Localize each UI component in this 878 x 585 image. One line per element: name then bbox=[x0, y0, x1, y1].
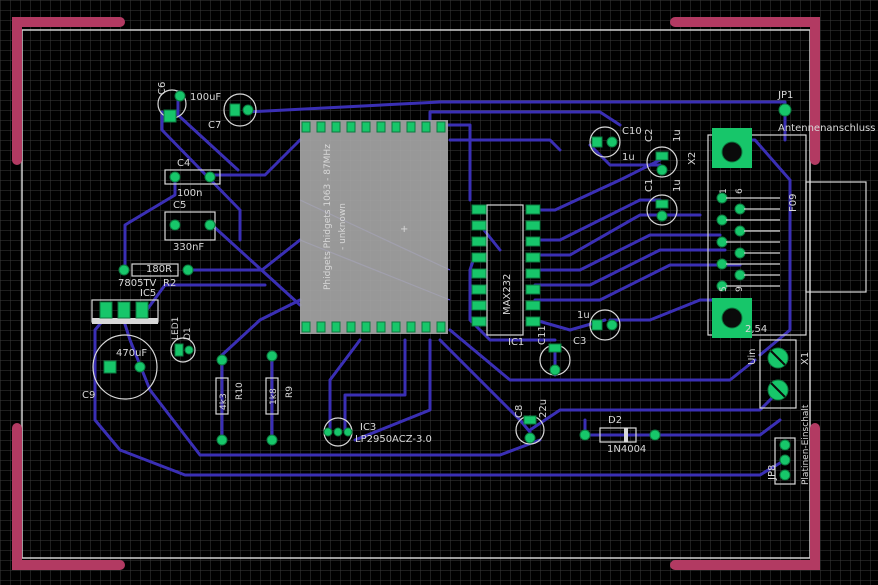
capacitor-c5: C5 330nF bbox=[164, 200, 216, 253]
resistor-r10: 4k3 R10 bbox=[215, 354, 245, 446]
c4-value: 100n bbox=[177, 188, 202, 199]
ic5-label: IC5 bbox=[140, 288, 156, 299]
led-d1: LED1 D1 bbox=[170, 317, 196, 363]
ic1-max232: MAX232 IC1 bbox=[471, 204, 541, 348]
c7-label: C7 bbox=[208, 120, 221, 131]
capacitor-c7: C7 bbox=[208, 93, 257, 131]
platinen-label: Platinen-Einschalt bbox=[801, 404, 811, 485]
d1-label: D1 bbox=[183, 327, 193, 340]
c3-label: C3 bbox=[573, 336, 586, 347]
x2-pins bbox=[716, 192, 746, 292]
ic5-value: 7805TV bbox=[118, 278, 157, 289]
r2-label: R2 bbox=[163, 278, 176, 289]
module-label-2: - unknown bbox=[338, 203, 348, 250]
resistor-r2: 180R R2 bbox=[118, 263, 194, 289]
pin9-label: 9 bbox=[735, 286, 745, 292]
resistor-r9: 1k8 R9 bbox=[265, 350, 295, 446]
c1-value: 1u bbox=[672, 179, 683, 192]
r10-value: 4k3 bbox=[219, 393, 229, 410]
pin6-label: 6 bbox=[735, 188, 745, 194]
ic1-pads-left bbox=[471, 204, 487, 327]
c10-value: 1u bbox=[622, 152, 635, 163]
ic1-value: MAX232 bbox=[502, 274, 513, 315]
jp8-label: JP8 bbox=[767, 465, 778, 481]
c9-value: 470uF bbox=[116, 348, 147, 359]
c9-label: C9 bbox=[82, 390, 95, 401]
board-outline bbox=[21, 29, 811, 559]
diode-d2: D2 1N4004 bbox=[579, 415, 661, 455]
pitch-label: 2,54 bbox=[745, 324, 767, 335]
module-center-mark: + bbox=[400, 224, 408, 235]
jp1-label: JP1 bbox=[777, 90, 793, 101]
ic1-label: IC1 bbox=[508, 337, 524, 348]
c2-label: C2 bbox=[644, 129, 655, 142]
ic3-value: LP2950ACZ-3.0 bbox=[355, 434, 432, 445]
capacitor-c8: C8 22u bbox=[514, 399, 549, 445]
rf-module: Phidgets Phidgets 1063 - 87MHz - unknown… bbox=[300, 120, 448, 334]
capacitor-c1: C1 1u bbox=[644, 179, 683, 226]
capacitor-c11: C11 bbox=[537, 325, 571, 376]
c8-value: 22u bbox=[538, 399, 549, 418]
r9-value: 1k8 bbox=[269, 388, 279, 405]
terminal-x1: Uin X1 bbox=[747, 339, 811, 409]
x1-label: X1 bbox=[800, 352, 811, 365]
c5-label: C5 bbox=[173, 200, 186, 211]
d2-label: D2 bbox=[608, 415, 622, 426]
r9-label: R9 bbox=[285, 386, 295, 398]
regulator-ic5: 7805TV IC5 bbox=[91, 278, 159, 324]
r2-value: 180R bbox=[146, 264, 172, 275]
c5-value: 330nF bbox=[173, 242, 204, 253]
capacitor-c4: C4 100n bbox=[164, 158, 221, 199]
pin5-label: 5 bbox=[719, 286, 729, 292]
pin1-label: 1 bbox=[719, 188, 729, 194]
c6-value: 100uF bbox=[190, 92, 221, 103]
c6-label: C6 bbox=[157, 82, 168, 95]
jumper-jp8: JP8 Platinen-Einschalt bbox=[767, 404, 811, 485]
connector-x2: X2 F09 1 6 5 9 2,54 bbox=[687, 128, 867, 338]
c2-value: 1u bbox=[672, 129, 683, 142]
d2-value: 1N4004 bbox=[607, 444, 646, 455]
led1-label: LED1 bbox=[171, 317, 181, 340]
jumper-jp1: JP1 Antennenanschluss bbox=[777, 90, 875, 134]
c8-label: C8 bbox=[514, 405, 525, 418]
c3-value: 1u bbox=[577, 310, 590, 321]
capacitor-c9: 470uF C9 bbox=[82, 334, 158, 401]
corner-markers bbox=[12, 17, 820, 570]
capacitor-c6: C6 100uF bbox=[157, 82, 221, 123]
c1-label: C1 bbox=[644, 179, 655, 192]
capacitor-c2: C2 1u bbox=[644, 129, 683, 178]
f09-label: F09 bbox=[788, 194, 799, 212]
capacitor-c10: C10 1u bbox=[589, 126, 642, 163]
module-label-1: Phidgets Phidgets 1063 - 87MHz bbox=[323, 144, 333, 290]
c4-label: C4 bbox=[177, 158, 190, 169]
traces bbox=[93, 90, 792, 477]
module-pads-top bbox=[301, 121, 446, 133]
ic3-label: IC3 bbox=[360, 422, 376, 433]
r10-label: R10 bbox=[235, 382, 245, 400]
capacitor-c3: 1u C3 bbox=[573, 309, 621, 347]
x2-label: X2 bbox=[687, 152, 698, 165]
ic1-pads-right bbox=[525, 204, 541, 327]
c10-label: C10 bbox=[622, 126, 642, 137]
module-pads-bottom bbox=[301, 321, 446, 333]
c11-label: C11 bbox=[537, 325, 548, 345]
regulator-ic3: IC3 LP2950ACZ-3.0 bbox=[323, 417, 432, 447]
antenna-label: Antennenanschluss bbox=[778, 123, 875, 134]
uin-label: Uin bbox=[747, 349, 758, 365]
